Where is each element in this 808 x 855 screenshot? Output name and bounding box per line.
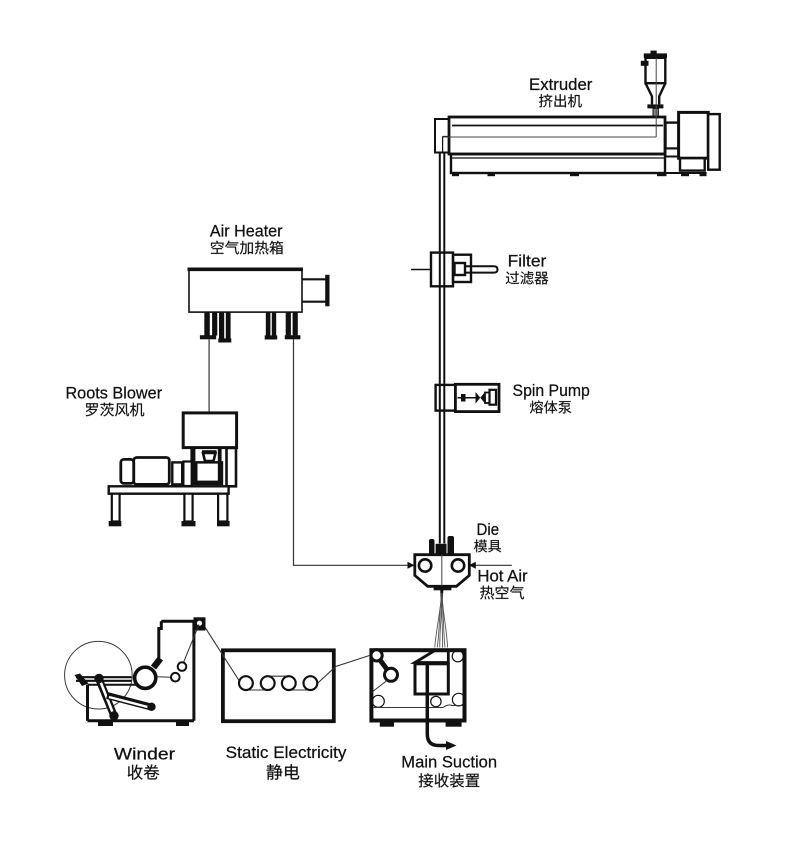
svg-text:Air Heater: Air Heater [210,221,283,240]
svg-text:Winder: Winder [114,745,175,764]
svg-text:Extruder: Extruder [529,75,593,94]
svg-text:Filter: Filter [508,251,547,270]
svg-text:Main Suction: Main Suction [401,753,497,772]
svg-text:Spin Pump: Spin Pump [513,381,590,400]
svg-text:Die: Die [477,520,500,539]
svg-text:Hot Air: Hot Air [477,567,528,586]
svg-text:Static Electricity: Static Electricity [226,743,347,762]
svg-text:Roots Blower: Roots Blower [65,383,162,402]
